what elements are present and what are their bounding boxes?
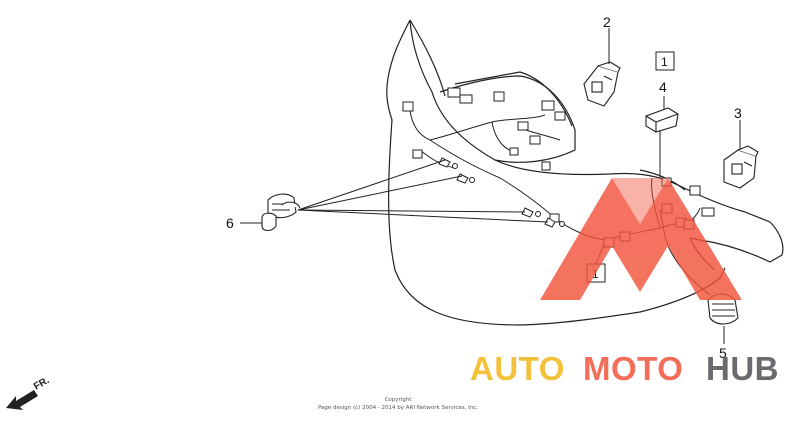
automotohub-logo-icon xyxy=(540,178,742,300)
copyright-line-1: Copyright xyxy=(385,397,413,403)
direction-label: FR. xyxy=(32,375,52,393)
callout-3: 3 xyxy=(734,105,742,121)
callout-1-bottom: 1 xyxy=(592,267,599,281)
callout-1-top: 1 xyxy=(661,55,668,69)
part-3-bracket-icon xyxy=(723,145,759,189)
watermark-part-1: AUTO xyxy=(470,350,565,387)
callout-4: 4 xyxy=(659,79,667,95)
trim-panel xyxy=(386,19,784,326)
copyright-line-2: Page design (c) 2004 - 2014 by ARI Netwo… xyxy=(318,405,478,411)
part-6-clip-icon xyxy=(261,193,301,232)
callout-5: 5 xyxy=(719,345,727,361)
part-2-bracket-icon xyxy=(583,61,621,107)
callout-2: 2 xyxy=(603,14,611,30)
part-4-connector-icon xyxy=(645,107,679,133)
leader-lines-6 xyxy=(297,159,549,223)
watermark-part-3: HUB xyxy=(706,350,779,387)
watermark-part-2: MOTO xyxy=(583,350,683,387)
front-direction-arrow-icon xyxy=(6,390,38,410)
callout-1-top-box xyxy=(655,51,675,71)
callout-6: 6 xyxy=(226,215,234,231)
watermark: AUTO MOTO HUB xyxy=(470,350,779,387)
